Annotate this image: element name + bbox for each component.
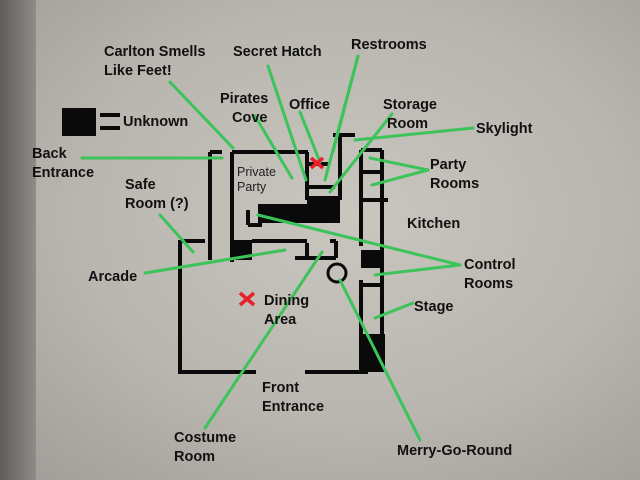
label-skylight: Skylight [476, 121, 533, 137]
label-line: Control [464, 257, 516, 273]
label-line: Rooms [430, 176, 480, 192]
label-kitchen: Kitchen [407, 216, 461, 232]
label-line: Entrance [32, 165, 95, 181]
label-line: Room [174, 449, 216, 465]
label-line: Back [32, 146, 67, 162]
walls [178, 133, 388, 374]
office-x-marker [309, 156, 325, 170]
label-line: Area [264, 312, 297, 328]
merry-go-round-symbol [326, 262, 348, 284]
label-line: Costume [174, 430, 237, 446]
label-stage: Stage [414, 299, 454, 315]
legend-unknown-label: Unknown [123, 114, 189, 130]
label-secret-hatch: Secret Hatch [233, 44, 322, 60]
label-line: Party [237, 180, 267, 194]
label-line: Party [430, 157, 467, 173]
label-line: Like Feet! [104, 63, 172, 79]
label-line: Carlton Smells [104, 44, 206, 60]
label-line: Room [387, 116, 429, 132]
dining-x-marker [238, 291, 256, 307]
legend-unknown-swatch [62, 108, 96, 136]
label-line: Rooms [464, 276, 514, 292]
pointer-lines [80, 54, 475, 442]
label-line: Front [262, 380, 300, 396]
label-merry-go-round: Merry-Go-Round [397, 443, 513, 459]
label-arcade: Arcade [88, 269, 138, 285]
label-line: Cove [232, 110, 268, 126]
x-markers [238, 156, 325, 307]
label-office: Office [289, 97, 331, 113]
label-line: Private [237, 165, 276, 179]
label-restrooms: Restrooms [351, 37, 427, 53]
solid-blocks [62, 108, 385, 372]
label-line: Entrance [262, 399, 325, 415]
label-line: Safe [125, 177, 156, 193]
label-line: Pirates [220, 91, 269, 107]
label-line: Storage [383, 97, 437, 113]
photo-edge [0, 0, 36, 480]
label-line: Room (?) [125, 196, 189, 212]
label-line: Dining [264, 293, 310, 309]
